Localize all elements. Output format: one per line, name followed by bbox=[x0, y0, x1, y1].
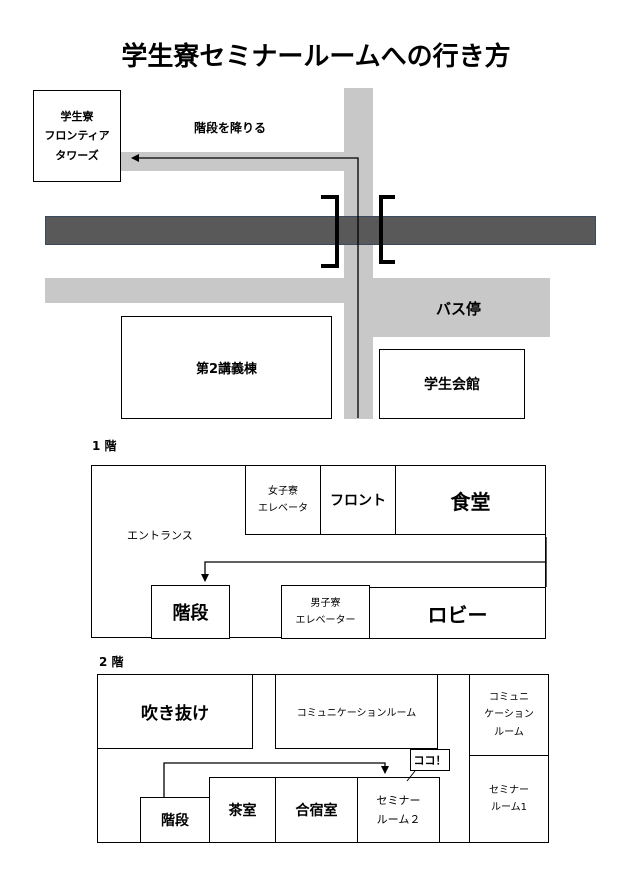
mens-elevator: 男子寮 エレベーター bbox=[281, 585, 370, 639]
here-callout-tail bbox=[406, 770, 416, 782]
womens-elevator: 女子寮 エレベータ bbox=[245, 465, 321, 535]
dorm-tower-building: 学生寮 フロンティア タワーズ bbox=[33, 90, 121, 182]
campus-route-arrow bbox=[131, 154, 359, 418]
floor-2-label: 2 階 bbox=[99, 655, 124, 669]
floor-1-stairs: 階段 bbox=[151, 585, 230, 639]
bridge-bracket-left bbox=[321, 195, 339, 268]
lecture-building-2: 第2講義棟 bbox=[121, 316, 332, 419]
communication-room-small: コミュニ ケーション ルーム bbox=[469, 674, 549, 756]
front-desk: フロント bbox=[320, 465, 396, 535]
path-to-dorm bbox=[118, 152, 373, 171]
lobby: ロビー bbox=[369, 587, 546, 639]
entrance-label: エントランス bbox=[127, 529, 193, 542]
student-hall-building: 学生会館 bbox=[379, 349, 525, 419]
tea-room: 茶室 bbox=[209, 777, 276, 843]
cafeteria: 食堂 bbox=[395, 465, 546, 535]
here-callout: ココ！ bbox=[410, 749, 450, 771]
railway-bridge bbox=[45, 216, 596, 245]
bus-stop-label: バス停 bbox=[436, 300, 482, 318]
atrium: 吹き抜け bbox=[97, 674, 253, 749]
communication-room: コミュニケーションルーム bbox=[275, 674, 438, 749]
seminar-room-2: セミナー ルーム２ bbox=[357, 777, 440, 843]
floor-1-route-arrow bbox=[201, 537, 547, 582]
lodging-room: 合宿室 bbox=[275, 777, 358, 843]
seminar-room-1: セミナー ルーム1 bbox=[469, 755, 549, 843]
stairs-down-label: 階段を降りる bbox=[194, 121, 267, 135]
floor-2-route-arrow bbox=[163, 762, 389, 797]
floor-2-stairs: 階段 bbox=[140, 797, 210, 843]
page-title: 学生寮セミナールームへの行き方 bbox=[121, 42, 511, 72]
floor-1-label: 1 階 bbox=[92, 439, 117, 453]
bridge-bracket-right bbox=[379, 195, 395, 264]
bus-stop-area bbox=[373, 278, 550, 337]
